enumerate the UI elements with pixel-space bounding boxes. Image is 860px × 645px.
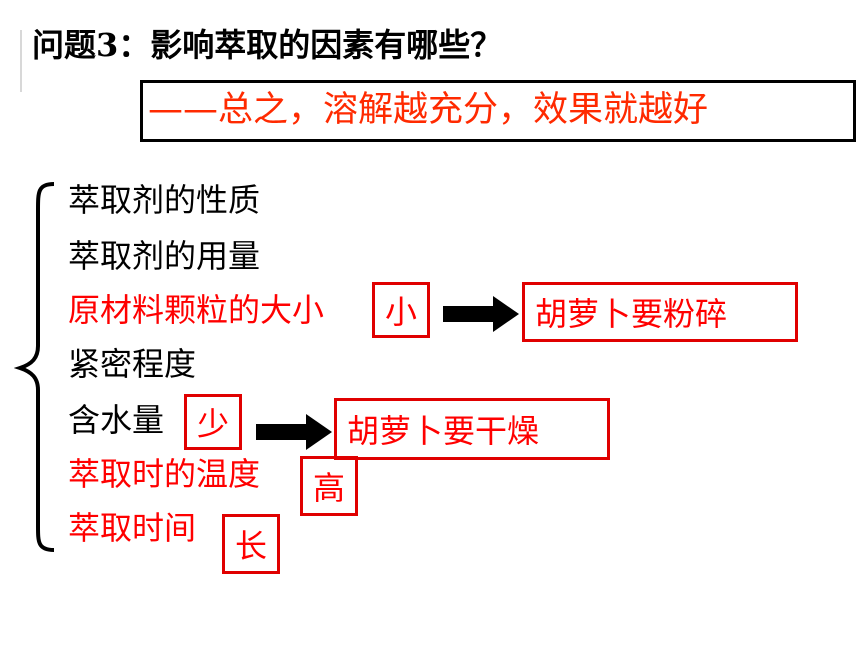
left-brace	[14, 182, 55, 552]
answer-box-temperature: 高	[300, 456, 358, 516]
factor-time: 萃取时间	[68, 509, 197, 547]
question-title: 问题3：影响萃取的因素有哪些？	[32, 26, 503, 64]
factor-temperature: 萃取时的温度	[68, 455, 261, 493]
factor-extractant-amount: 萃取剂的用量	[68, 237, 261, 275]
factor-extractant-nature: 萃取剂的性质	[68, 181, 261, 219]
result-box-dry: 胡萝卜要干燥	[334, 398, 610, 460]
summary-box	[140, 80, 856, 142]
result-box-crush: 胡萝卜要粉碎	[522, 282, 798, 342]
answer-box-size: 小	[372, 282, 430, 338]
answer-box-time: 长	[222, 514, 280, 574]
left-margin-rule	[20, 30, 22, 92]
answer-box-water: 少	[184, 394, 242, 450]
arrow-right-icon	[256, 414, 332, 450]
factor-compactness: 紧密程度	[68, 345, 197, 383]
factor-water-content: 含水量	[68, 401, 165, 439]
arrow-right-icon	[443, 296, 519, 332]
summary-text: ——总之，溶解越充分，效果就越好	[148, 90, 709, 130]
factor-particle-size: 原材料颗粒的大小	[68, 291, 325, 329]
